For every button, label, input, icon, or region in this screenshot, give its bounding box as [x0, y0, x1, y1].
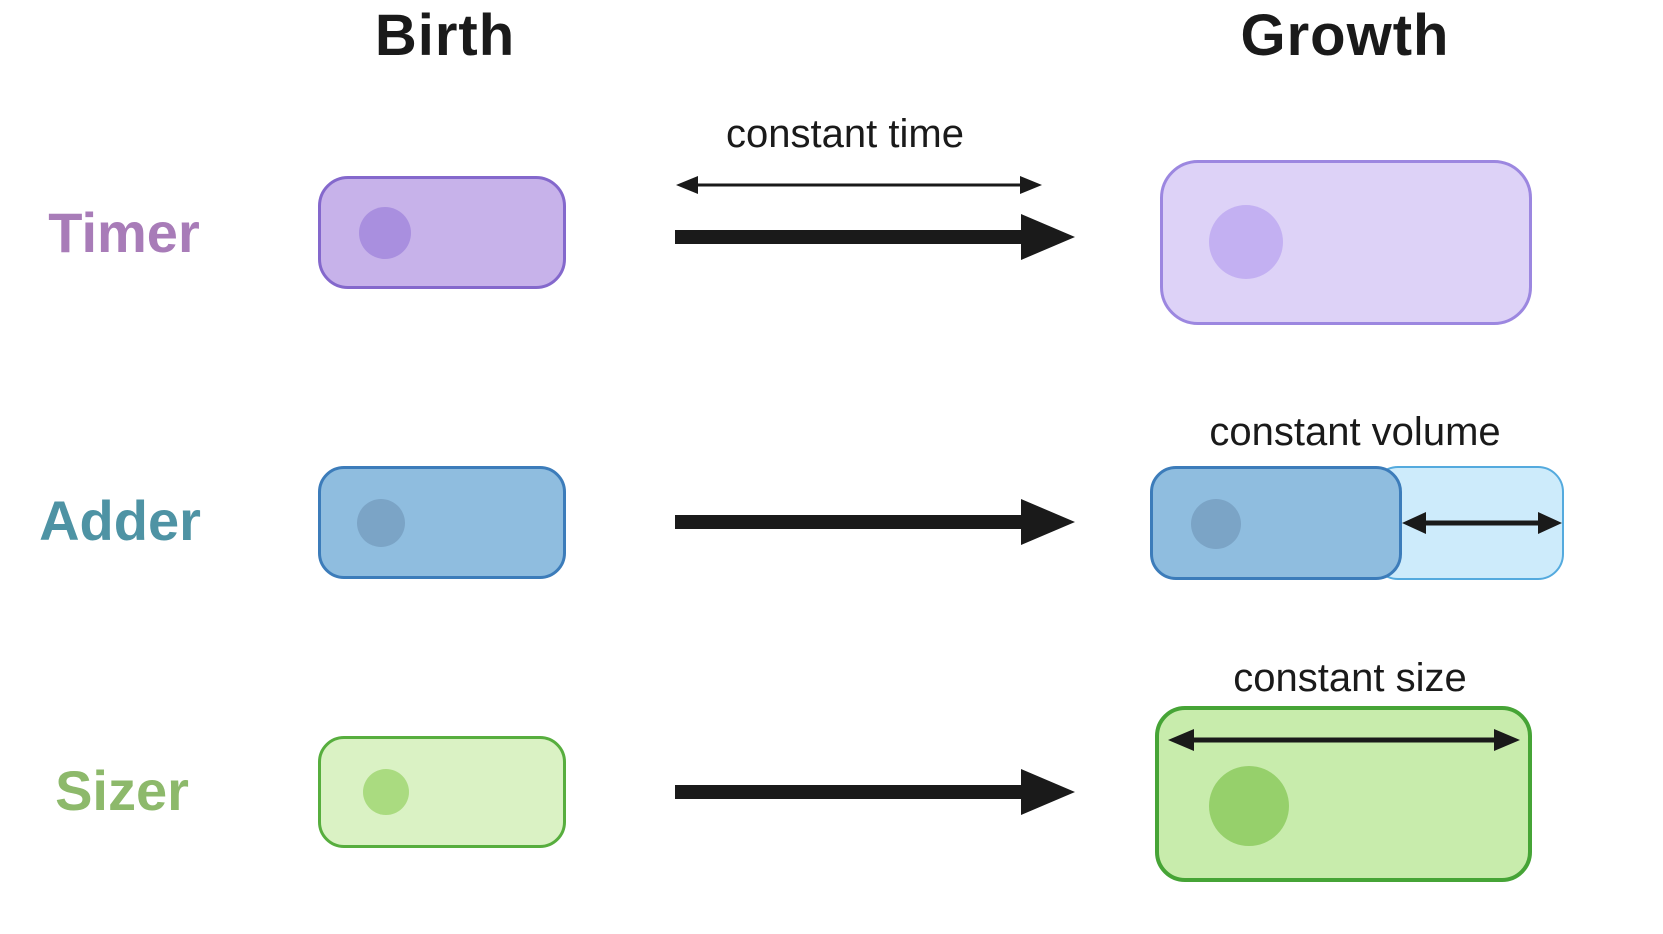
adder-growth-nucleus	[1191, 499, 1241, 549]
adder-growth-arrow-icon	[675, 499, 1075, 545]
sizer-birth-cell	[318, 736, 566, 848]
constant-time-double-arrow-icon	[676, 176, 1042, 194]
adder-birth-cell	[318, 466, 566, 579]
adder-growth-cell	[1150, 466, 1402, 580]
timer-birth-cell	[318, 176, 566, 289]
constant-size-double-arrow-icon	[1168, 729, 1520, 751]
timer-birth-nucleus	[359, 207, 411, 259]
annotation-constant-size: constant size	[1233, 656, 1467, 700]
timer-growth-nucleus	[1209, 205, 1283, 279]
row-label-timer: Timer	[48, 201, 200, 264]
sizer-growth-arrow-icon	[675, 769, 1075, 815]
row-label-adder: Adder	[39, 489, 201, 552]
timer-growth-cell	[1160, 160, 1532, 325]
sizer-growth-nucleus	[1209, 766, 1289, 846]
adder-growth-cell-group	[1150, 466, 1564, 580]
column-header-birth: Birth	[374, 3, 516, 68]
sizer-birth-nucleus	[363, 769, 409, 815]
timer-growth-arrow-icon	[675, 214, 1075, 260]
adder-birth-nucleus	[357, 499, 405, 547]
constant-volume-double-arrow-icon	[1402, 512, 1562, 534]
annotation-constant-volume: constant volume	[1209, 410, 1501, 454]
row-label-sizer: Sizer	[55, 759, 189, 822]
column-header-growth: Growth	[1240, 3, 1450, 68]
sizer-growth-cell	[1155, 706, 1532, 882]
annotation-constant-time: constant time	[726, 112, 964, 156]
